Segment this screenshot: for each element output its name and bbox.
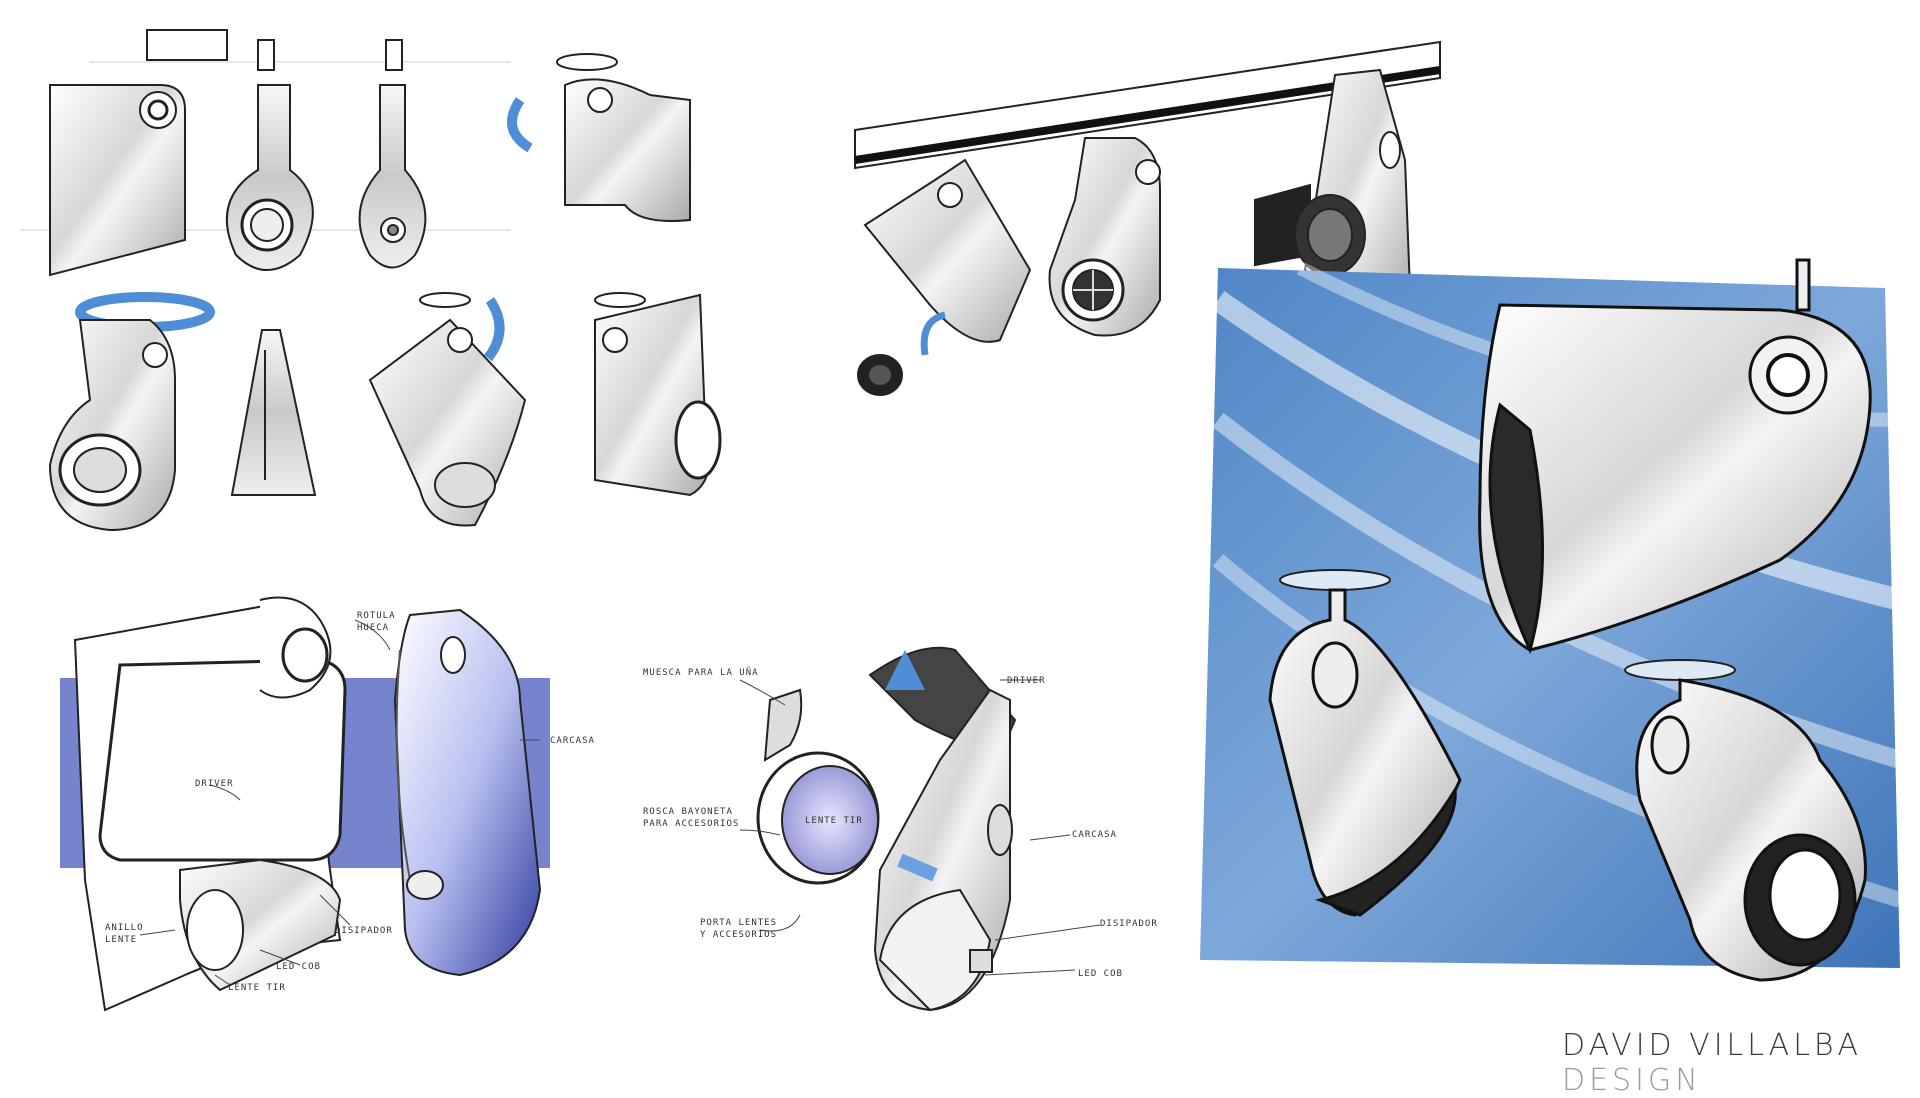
- label-disipador-right: DISIPADOR: [1100, 919, 1158, 929]
- label-disipador-left: DISIPADOR: [335, 926, 393, 936]
- track-spot-front: [1048, 137, 1161, 337]
- label-muesca: MUESCA PARA LA UÑA: [643, 668, 759, 678]
- front-view-sketch: [225, 39, 314, 271]
- render-small-spot-right: [1624, 659, 1867, 982]
- label-anillo-lente: ANILLO LENTE: [105, 923, 144, 945]
- label-driver-right: DRIVER: [1007, 676, 1046, 686]
- perspective-sketch-1: [48, 292, 215, 532]
- rear-view-sketch: [358, 39, 427, 269]
- thin-side-sketch: [230, 329, 317, 496]
- exploded-view-center: [756, 646, 1017, 1012]
- label-rosca-bayoneta: ROSCA BAYONETA PARA ACCESORIOS: [643, 807, 740, 829]
- label-carcasa-right: CARCASA: [1072, 830, 1117, 840]
- label-led-cob-left: LED COB: [276, 962, 321, 972]
- exploded-view-left: [60, 596, 550, 1012]
- label-porta-lentes: PORTA LENTES Y ACCESORIOS: [700, 918, 778, 940]
- track-spot-tilted: [857, 158, 1032, 396]
- rotation-view-sketch: [507, 53, 691, 222]
- label-carcasa-left: CARCASA: [550, 736, 595, 746]
- render-small-spot-left: [1268, 569, 1462, 917]
- side-view-sketch: [20, 29, 510, 277]
- label-lente-tir-left: LENTE TIR: [228, 983, 286, 993]
- angled-sketch: [594, 292, 722, 497]
- annotation-leader-lines: [139, 619, 1101, 986]
- track-spot-barndoor: [1254, 68, 1412, 311]
- label-driver-left: DRIVER: [195, 779, 234, 789]
- brand-name: DAVID VILLALBA: [1562, 1028, 1863, 1063]
- brand-design: DESIGN: [1562, 1063, 1702, 1098]
- brand-signature: DAVID VILLALBA DESIGN: [1562, 1028, 1920, 1098]
- label-lente-tir-center: LENTE TIR: [805, 816, 863, 826]
- tilted-sketch: [368, 292, 527, 527]
- label-rotula-hueca: ROTULA HUECA: [357, 611, 396, 633]
- label-led-cob-right: LED COB: [1078, 969, 1123, 979]
- render-large-spot: [1478, 258, 1872, 655]
